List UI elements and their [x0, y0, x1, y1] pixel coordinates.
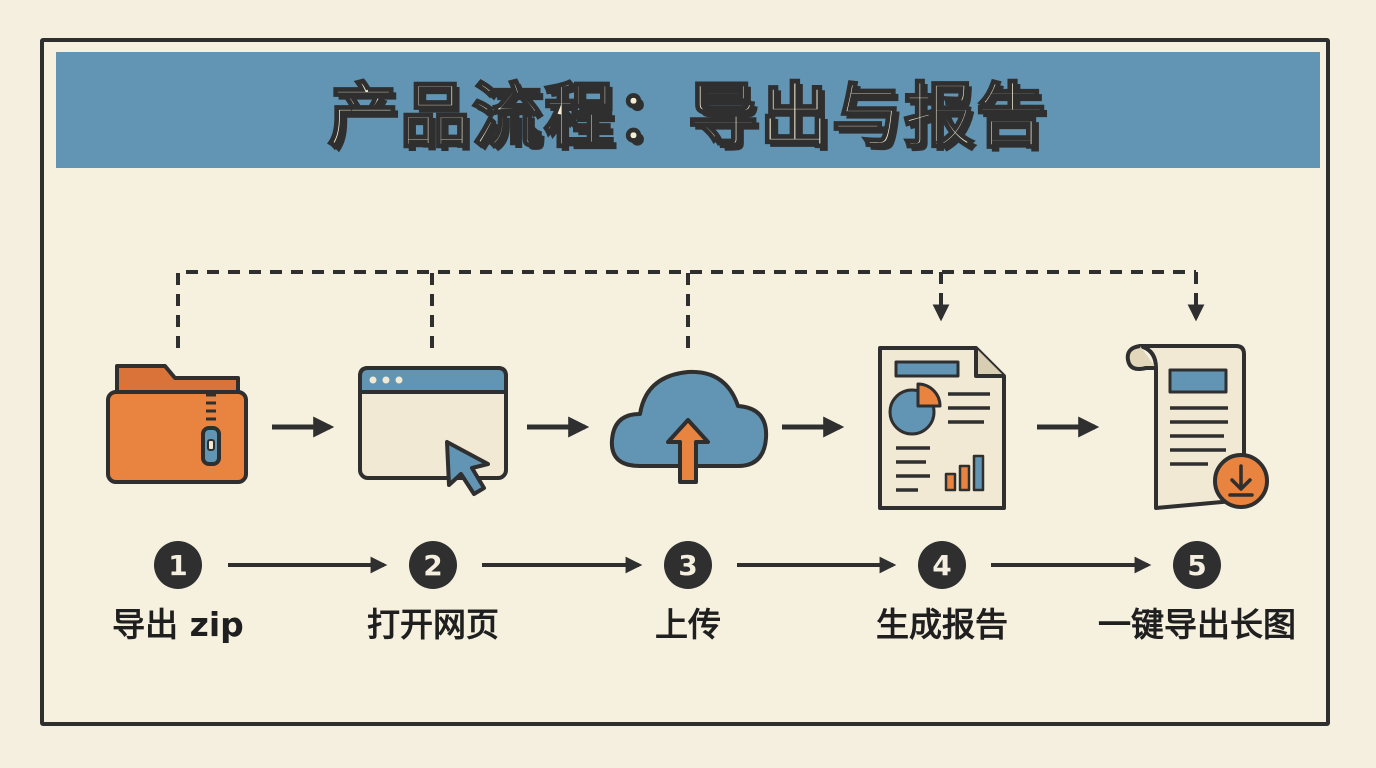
step-label-4: 生成报告 [876, 605, 1008, 644]
cloud-upload-icon [609, 369, 769, 484]
step-label-5: 一键导出长图 [1098, 605, 1296, 644]
step-label-1: 导出 zip [112, 605, 244, 644]
step-label-2: 打开网页 [367, 605, 499, 644]
step-badge-2: 2 [409, 541, 457, 589]
title-banner [56, 52, 1320, 168]
step-number: 3 [678, 549, 697, 582]
dashed-connector [176, 270, 1205, 348]
step-number: 4 [932, 549, 951, 582]
zip-folder-icon [106, 364, 248, 484]
step-number: 2 [423, 549, 442, 582]
browser-window-icon [358, 366, 508, 496]
step-number: 1 [168, 549, 187, 582]
scroll-download-icon [1125, 344, 1269, 510]
step-label-3: 上传 [655, 605, 721, 644]
diagram-title: 产品流程：导出与报告 [327, 73, 1048, 158]
step-badge-3: 3 [664, 541, 712, 589]
step-badge-1: 1 [154, 541, 202, 589]
step-number: 5 [1187, 549, 1206, 582]
step-badge-4: 4 [918, 541, 966, 589]
report-document-icon [878, 346, 1006, 510]
step-badge-5: 5 [1173, 541, 1221, 589]
